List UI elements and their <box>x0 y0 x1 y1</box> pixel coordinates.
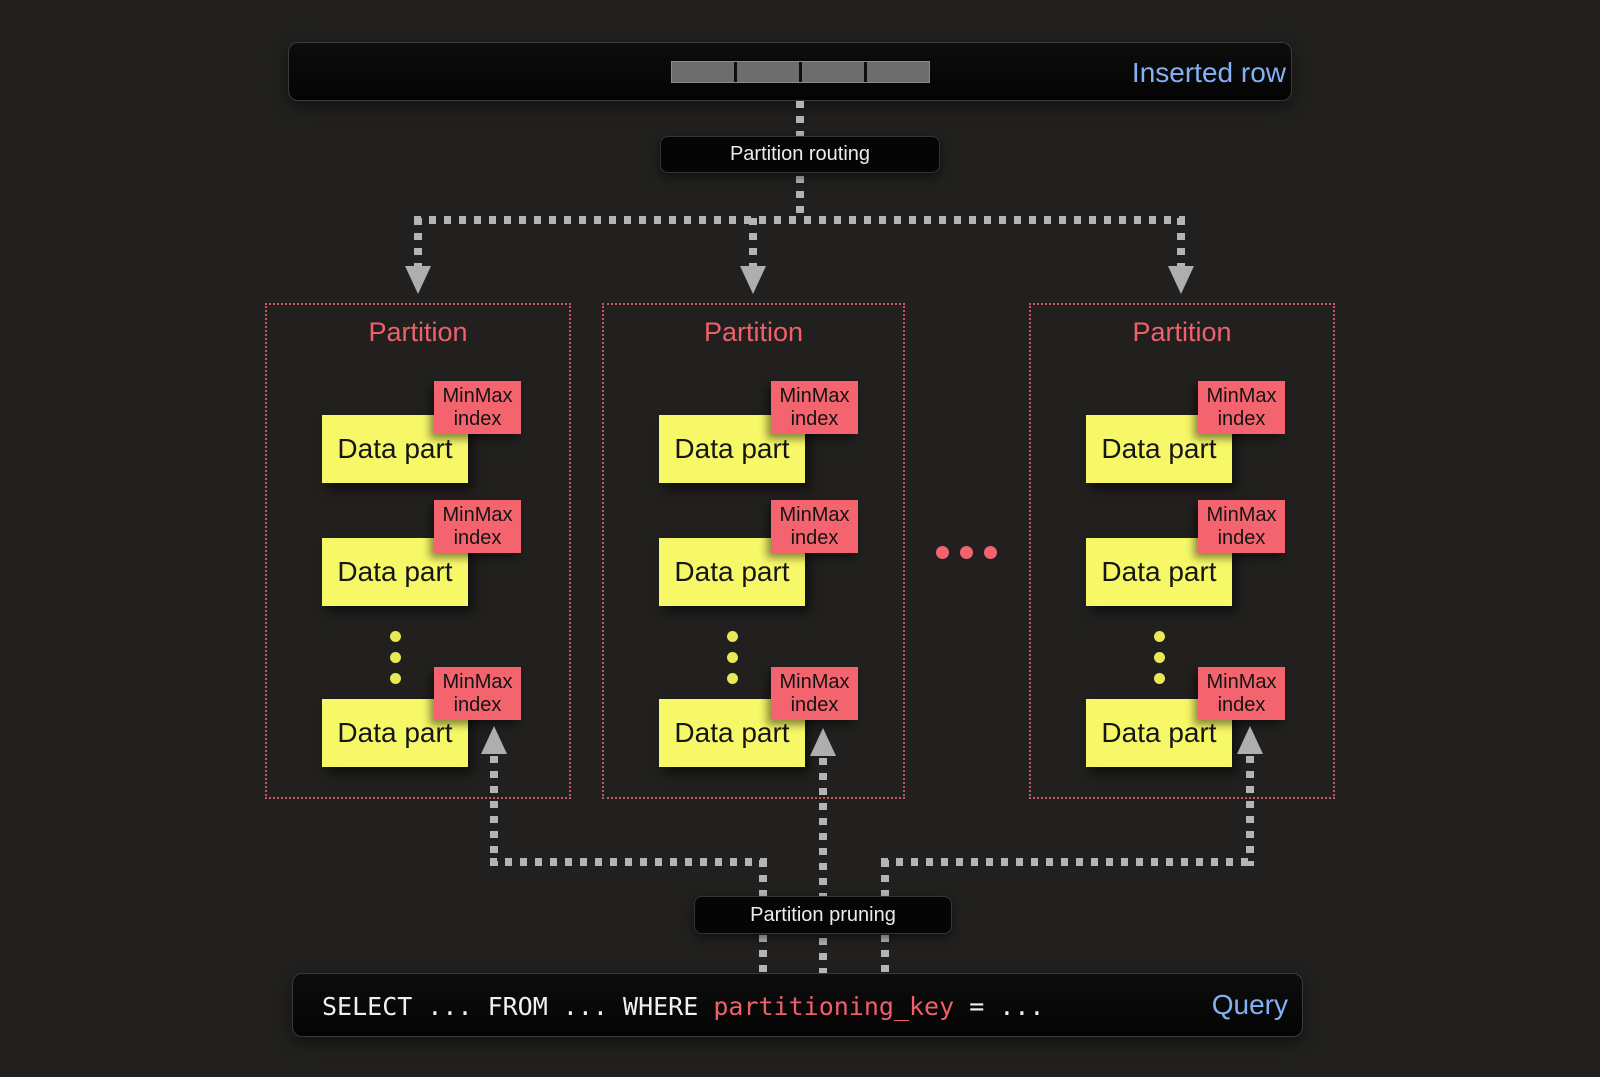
routing-branch-right <box>1177 218 1185 268</box>
partition-box-2: Partition MinMax index Data part MinMax … <box>602 303 905 799</box>
minmax-index-box: MinMax index <box>434 500 521 553</box>
ellipsis-dot <box>1154 631 1165 642</box>
routing-branch-middle <box>749 218 757 268</box>
pruning-line-left-horizontal <box>490 858 767 866</box>
pruning-line-right-horizontal <box>881 858 1254 866</box>
partition-box-3: Partition MinMax index Data part MinMax … <box>1029 303 1335 799</box>
routing-branch-left <box>414 218 422 268</box>
ellipsis-dot <box>390 631 401 642</box>
inserted-row-cells <box>671 61 930 83</box>
minmax-index-box: MinMax index <box>434 667 521 720</box>
query-label: Query <box>1211 989 1288 1020</box>
row-cell <box>737 62 799 82</box>
partition-title: Partition <box>368 317 468 347</box>
ellipsis-dot <box>984 546 997 559</box>
minmax-index-box: MinMax index <box>771 500 858 553</box>
partition-box-1: Partition MinMax index Data part MinMax … <box>265 303 571 799</box>
minmax-index-box: MinMax index <box>1198 500 1285 553</box>
more-partitions-ellipsis <box>936 546 997 559</box>
minmax-index-box: MinMax index <box>1198 381 1285 434</box>
ellipsis-dot <box>1154 652 1165 663</box>
ellipsis-dot <box>390 673 401 684</box>
sql-query-text: SELECT ... FROM ... WHERE partitioning_k… <box>322 992 1044 1021</box>
ellipsis-dot <box>960 546 973 559</box>
query-box <box>292 973 1303 1037</box>
row-cell <box>672 62 734 82</box>
sql-partitioning-key: partitioning_key <box>713 992 955 1021</box>
ellipsis-dot <box>390 652 401 663</box>
arrow-up-middle-icon <box>810 728 836 756</box>
arrow-down-left-icon <box>405 266 431 294</box>
partition-routing-pill: Partition routing <box>660 136 940 173</box>
minmax-index-box: MinMax index <box>1198 667 1285 720</box>
row-cell <box>867 62 929 82</box>
ellipsis-dot <box>727 673 738 684</box>
sql-after-key: = ... <box>954 992 1045 1021</box>
minmax-index-box: MinMax index <box>771 667 858 720</box>
sql-before-key: SELECT ... FROM ... WHERE <box>322 992 714 1021</box>
ellipsis-dot <box>727 631 738 642</box>
partition-pruning-label: Partition pruning <box>750 903 896 926</box>
minmax-index-box: MinMax index <box>771 381 858 434</box>
partition-title: Partition <box>1132 317 1232 347</box>
more-data-parts-ellipsis <box>1154 631 1165 684</box>
pruning-line-left-vertical <box>490 756 498 866</box>
arrow-up-right-icon <box>1237 726 1263 754</box>
pruning-line-right-vertical <box>1246 756 1254 866</box>
more-data-parts-ellipsis <box>727 631 738 684</box>
ellipsis-dot <box>727 652 738 663</box>
ellipsis-dot <box>1154 673 1165 684</box>
row-cell <box>802 62 864 82</box>
routing-line-horizontal <box>414 216 1185 224</box>
partition-routing-label: Partition routing <box>729 143 871 165</box>
pruning-line-middle-vertical <box>819 758 827 973</box>
partition-title: Partition <box>703 317 804 347</box>
partition-pruning-pill: Partition pruning <box>694 896 952 934</box>
ellipsis-dot <box>936 546 949 559</box>
more-data-parts-ellipsis <box>390 631 401 684</box>
data-part-box: Data part <box>1086 538 1232 606</box>
arrow-up-left-icon <box>481 726 507 754</box>
data-part-box: Data part <box>322 415 468 483</box>
arrow-down-right-icon <box>1168 266 1194 294</box>
minmax-index-box: MinMax index <box>434 381 521 434</box>
arrow-down-middle-icon <box>740 266 766 294</box>
inserted-row-label: Inserted row <box>1131 57 1286 88</box>
